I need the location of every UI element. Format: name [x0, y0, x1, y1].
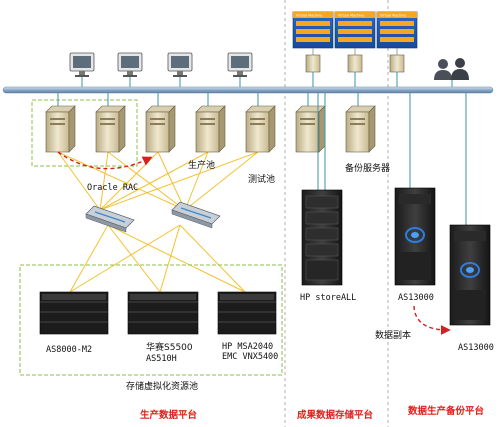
replication-arrow	[413, 305, 451, 335]
storage-rack-as13000-b	[449, 93, 491, 326]
monitor-icon-4	[227, 52, 253, 88]
server-7	[345, 93, 376, 153]
backup-server-label: 备份服务器	[345, 162, 390, 174]
vm-block-3: Virtual Machine	[376, 11, 418, 49]
switch-2	[171, 201, 221, 229]
vm-block-2: Virtual Machine	[334, 11, 376, 49]
switch-storage-links	[69, 224, 246, 293]
monitor-icon-3	[167, 52, 193, 88]
oracle-rac-link	[57, 151, 153, 170]
server-3	[145, 93, 176, 153]
server-5	[245, 93, 276, 153]
server-6	[295, 93, 326, 153]
oracle-rac-label: Oracle RAC	[87, 183, 138, 193]
storage-array-hp-emc	[217, 291, 277, 335]
monitor-icon-1	[69, 52, 95, 88]
storage-label-emc: EMC VNX5400	[222, 352, 278, 362]
server-switch-links	[57, 151, 259, 211]
storage-rack-storeall	[301, 93, 343, 286]
vm-host-2	[347, 48, 363, 88]
vm-label-2: Virtual Machine	[338, 14, 364, 18]
monitor-icon-2	[117, 52, 143, 88]
storage-array-huasai	[127, 291, 199, 335]
vm-label-1: Virtual Machine	[296, 14, 322, 18]
as13000-label-a: AS13000	[398, 293, 434, 303]
platform-label-production: 生产数据平台	[140, 409, 198, 421]
as13000-label-b: AS13000	[458, 343, 494, 353]
server-2	[95, 93, 126, 153]
test-pool-label: 测试池	[248, 173, 275, 185]
switch-1	[85, 205, 135, 233]
vm-cluster: Virtual Machine Virtual Machine Virtual …	[292, 11, 418, 88]
storage-label-huasai-1: 华赛S5500	[146, 341, 193, 353]
storeall-label: HP storeALL	[300, 293, 356, 303]
server-1	[45, 93, 76, 153]
storage-label-as8000: AS8000-M2	[46, 345, 92, 355]
vm-host-1	[305, 48, 321, 88]
replication-label: 数据副本	[375, 329, 411, 341]
server-4	[195, 93, 226, 153]
vm-block-1: Virtual Machine	[292, 11, 334, 49]
production-pool-label: 生产池	[188, 159, 215, 171]
vm-host-3	[389, 48, 405, 88]
storage-pool-label: 存储虚拟化资源池	[126, 380, 198, 392]
storage-rack-as13000-a	[394, 93, 436, 286]
storage-array-as8000	[39, 291, 109, 335]
users-icon	[434, 58, 469, 88]
network-bus	[2, 86, 494, 94]
storage-label-hp: HP MSA2040	[222, 342, 273, 352]
platform-label-backup: 数据生产备份平台	[407, 405, 485, 417]
storage-label-huasai-2: AS510H	[146, 354, 177, 364]
platform-label-result-storage: 成果数据存储平台	[297, 409, 374, 421]
vm-label-3: Virtual Machine	[380, 14, 406, 18]
